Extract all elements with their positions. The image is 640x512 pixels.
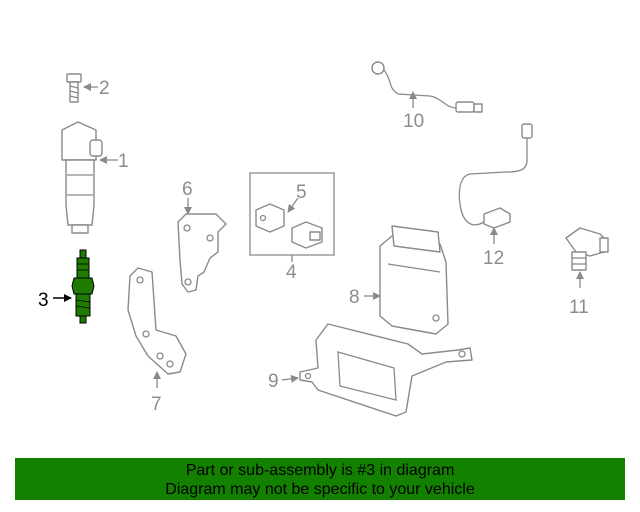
- callout-2: 2: [99, 78, 110, 99]
- callout-5: 5: [296, 182, 307, 203]
- callout-12: 12: [483, 248, 504, 269]
- banner-line-2: Diagram may not be specific to your vehi…: [165, 481, 475, 498]
- spark-plug-part[interactable]: [71, 249, 95, 324]
- callout-6: 6: [182, 179, 193, 200]
- ecm-module-part[interactable]: [379, 225, 449, 335]
- bracket-7-part[interactable]: [127, 267, 187, 375]
- callout-9: 9: [268, 371, 279, 392]
- ignition-coil-part[interactable]: [61, 121, 103, 234]
- callout-8: 8: [349, 287, 360, 308]
- callout-3: 3: [38, 290, 49, 311]
- callout-7: 7: [151, 394, 162, 415]
- mounting-bracket-9-part[interactable]: [299, 323, 473, 417]
- info-banner: Part or sub-assembly is #3 in diagram Di…: [15, 458, 625, 500]
- bracket-6-part[interactable]: [177, 213, 227, 293]
- sensor-10-part[interactable]: [371, 61, 483, 113]
- bolt-part[interactable]: [66, 73, 82, 103]
- sensor-5-part[interactable]: [255, 203, 323, 249]
- callout-1: 1: [118, 151, 129, 172]
- parts-diagram: 2 1 3 6 7: [38, 61, 609, 417]
- callout-10: 10: [403, 111, 424, 132]
- callout-11: 11: [569, 297, 589, 318]
- sensor-12-part[interactable]: [458, 123, 533, 229]
- callout-4: 4: [286, 262, 297, 283]
- banner-line-1: Part or sub-assembly is #3 in diagram: [185, 462, 455, 479]
- sensor-11-part[interactable]: [565, 227, 609, 271]
